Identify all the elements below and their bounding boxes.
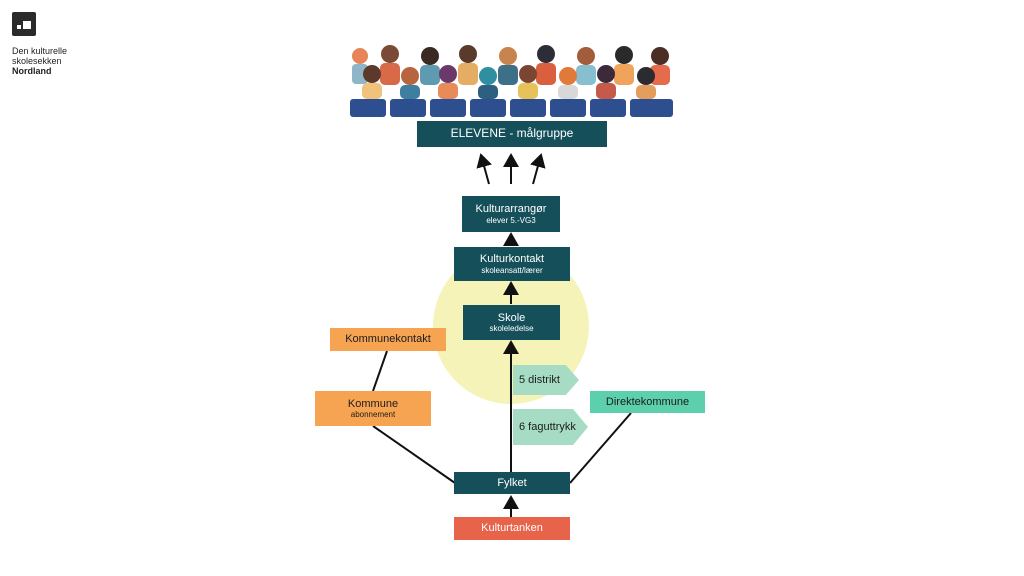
line-kommune-fylket: [372, 425, 456, 484]
org-name-line3: Nordland: [12, 66, 52, 76]
node-kommune-subtitle: abonnement: [350, 410, 396, 420]
node-direktekommune: Direktekommune: [590, 391, 705, 413]
node-kulturtanken: Kulturtanken: [454, 517, 570, 540]
node-fylket-title: Fylket: [497, 476, 527, 489]
node-kulturarrangor-subtitle: elever 5.-VG3: [486, 215, 536, 225]
node-fylket: Fylket: [454, 472, 570, 494]
node-kulturtanken-title: Kulturtanken: [481, 522, 543, 535]
audience-illustration: [350, 44, 673, 117]
tag-faguttrykk: 6 faguttrykk: [513, 409, 588, 445]
arrow-to-elevene-left: [476, 153, 492, 185]
node-kommune: Kommune abonnement: [315, 391, 431, 426]
node-direktekommune-title: Direktekommune: [605, 395, 690, 408]
line-direktekommune-fylket: [569, 412, 632, 484]
node-skole-subtitle: skoleledelse: [489, 324, 534, 334]
node-kommune-title: Kommune: [347, 397, 399, 410]
node-kommunekontakt-title: Kommunekontakt: [345, 333, 431, 346]
node-kulturarrangor-title: Kulturarrangør: [475, 203, 547, 216]
node-kulturkontakt-title: Kulturkontakt: [479, 253, 545, 266]
node-skole-title: Skole: [497, 311, 526, 324]
node-elevene: ELEVENE - målgruppe: [417, 121, 607, 147]
arrow-to-elevene-right: [530, 153, 546, 185]
org-name-line2: skolesekken: [12, 56, 62, 66]
node-kommunekontakt: Kommunekontakt: [330, 328, 446, 351]
line-kommunekontakt-kommune: [372, 350, 388, 392]
node-kulturkontakt-subtitle: skoleansatt/lærer: [481, 265, 543, 275]
tag-distrikt: 5 distrikt: [513, 365, 579, 395]
node-skole: Skole skoleledelse: [463, 305, 560, 340]
org-name-line1: Den kulturelle: [12, 46, 68, 56]
node-kulturkontakt: Kulturkontakt skoleansatt/lærer: [454, 247, 570, 281]
node-elevene-title: ELEVENE - målgruppe: [450, 126, 574, 141]
logo-icon: [12, 12, 36, 36]
node-kulturarrangor: Kulturarrangør elever 5.-VG3: [462, 196, 560, 232]
